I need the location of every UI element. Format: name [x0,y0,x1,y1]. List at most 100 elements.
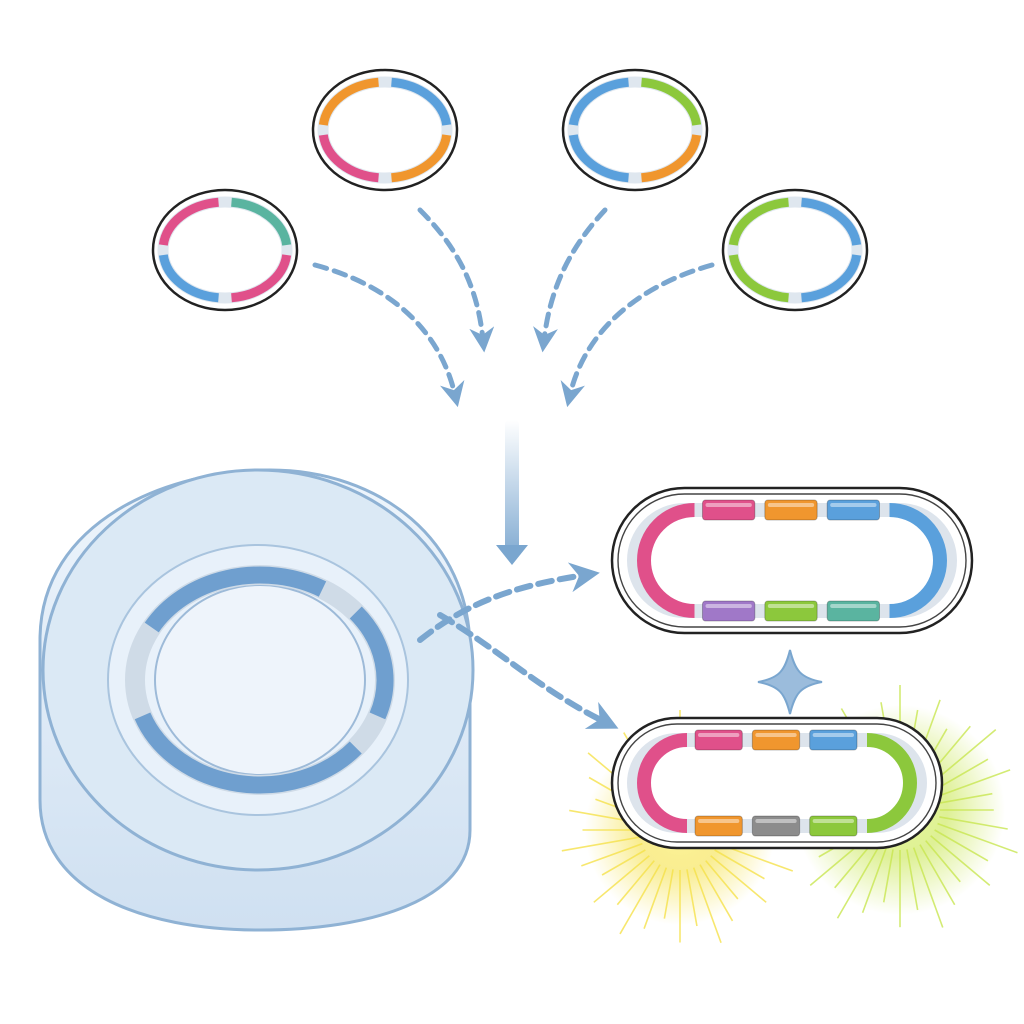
construct-part-highlight [705,604,752,608]
arrow-from-center-left-plasmid [417,207,495,353]
glow-ray [619,864,661,935]
construct-outline-inner [617,723,937,843]
glow-ray [930,835,991,886]
construct-part-highlight [698,733,740,737]
arrow-to-top-construct [417,562,600,643]
plasmid-segment [391,134,452,183]
construct-part-top-3 [809,729,858,751]
glow-ray [581,842,643,867]
glow-ray [699,864,734,922]
plasmid-segment [318,134,379,183]
output-arrows [417,562,619,729]
glow-ray [925,840,961,883]
construct-outline [610,486,974,635]
plasmid-left [151,188,299,312]
construct-part-bottom-2 [751,815,801,837]
vessel-plasmid-ring [125,565,395,795]
construct-left-cap [637,503,695,618]
plasmid-segment [568,77,629,126]
plasmid-segment [231,254,292,303]
assembled-constructs [610,486,974,850]
glow-ray [593,855,650,903]
construct-part-bottom-2 [764,600,818,622]
glow-ray [643,867,668,929]
construct-right-cap [889,503,947,618]
host-vessel [38,468,475,932]
glow-ray [861,847,888,914]
construct-part-highlight [812,819,854,823]
construct-part-bottom-1 [702,600,756,622]
source-plasmids [151,68,869,312]
plasmid-segment [231,197,292,246]
plasmid-segment [801,254,862,303]
construct-part-bottom-3 [826,600,881,622]
construct-part-highlight [755,819,797,823]
construct-part-highlight [812,733,854,737]
construct-part-highlight [755,733,797,737]
construct-part-highlight [705,503,752,507]
glow-ray [919,844,956,906]
plasmid-segment [728,197,789,246]
construct-part-top-2 [751,729,801,751]
construct-part-top-3 [826,499,881,521]
plasmid-segment [391,77,452,126]
construct-part-highlight [830,604,877,608]
arrow-to-bottom-construct [437,612,619,729]
stem-arrowhead-icon [496,545,528,565]
glow-ray [686,869,698,927]
plasmid-backbone [727,196,863,304]
stem-arrow [505,420,519,550]
glow-ray [710,855,767,903]
construct-part-top-2 [764,499,818,521]
arrow-from-right-plasmid [560,262,715,408]
construct-part-bottom-1 [694,815,743,837]
plasmid-outline [721,188,869,312]
plasmid-backbone [317,76,453,184]
construct-part-bottom-3 [809,815,858,837]
glow-ray [616,860,655,906]
construct-part-top-1 [702,499,756,521]
glow-ray [937,769,1011,798]
construct-part-highlight [698,819,740,823]
glow-ray [934,829,989,862]
plasmid-outline [311,68,459,192]
glow-ray [934,758,989,791]
glow-ray [561,836,641,852]
glow-ray [939,816,1008,830]
plasmid-segment [728,254,789,303]
plasmid-center-left [311,68,459,192]
construct-part-highlight [767,503,815,507]
construct-outline-inner [617,493,967,628]
glow-ray [939,792,993,804]
glow-ray [601,849,646,876]
arrow-from-left-plasmid [312,262,465,408]
vessel-ring-segment [134,712,362,794]
construct-part-top-1 [694,729,743,751]
plasmid-center-right [561,68,709,192]
glow-ray [906,849,919,911]
plasmid-segment [568,134,629,183]
glow-ray [937,822,1018,854]
glow-ray [836,844,881,919]
construct-outline [610,716,944,850]
plasmid-outline [561,68,709,192]
plasmid-segment [641,134,702,183]
construct-bottom [610,716,944,850]
construct-part-highlight [767,604,815,608]
vessel-ring-segment [349,606,394,720]
plasmid-backbone [567,76,703,184]
plasmid-right [721,188,869,312]
glow-ray [882,849,894,903]
glow-ray [692,867,722,944]
merge-arrows [312,207,715,408]
vessel-ring-segment [144,566,327,633]
glow-ray [705,860,739,900]
glow-ray [663,869,674,919]
construct-right-cap [866,733,917,833]
plasmid-segment [158,197,219,246]
construct-left-cap [637,733,688,833]
plasmid-segment [158,254,219,303]
vessel-floor [154,584,366,776]
